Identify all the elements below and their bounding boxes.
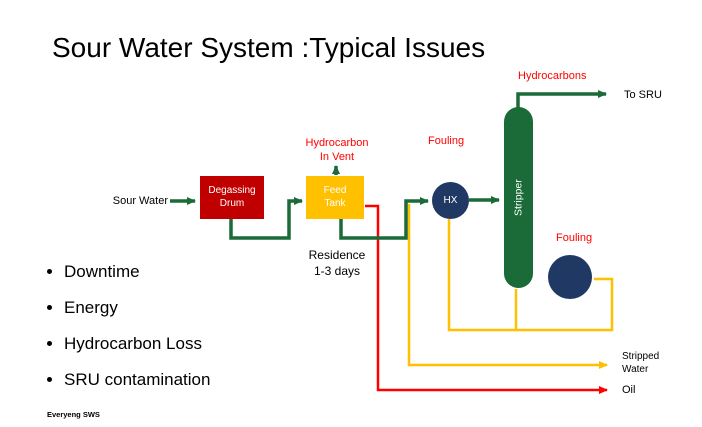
- issue-energy: Energy: [64, 298, 210, 318]
- pipe-tank-to-hx: [339, 197, 429, 240]
- issue-downtime: Downtime: [64, 262, 210, 282]
- oil-label: Oil: [622, 384, 636, 396]
- issue-hydrocarbon-loss: Hydrocarbon Loss: [64, 334, 210, 354]
- pipe-stripper-overhead: [516, 90, 607, 108]
- issues-list: Downtime Energy Hydrocarbon Loss SRU con…: [46, 262, 210, 406]
- fouling-hx-label: Fouling: [428, 135, 465, 147]
- footer-watermark: Everyeng SWS: [47, 410, 100, 419]
- degassing-drum-vessel: Degassing Drum: [200, 176, 264, 219]
- hydrocarbon-in-vent-label: Hydrocarbon In Vent: [305, 137, 369, 164]
- stripped-water-label: Stripped Water: [622, 351, 660, 375]
- pipe-drum-to-tank: [229, 197, 303, 240]
- residence-time-label: Residence 1-3 days: [308, 248, 366, 278]
- degassing-drum-label: Degassing Drum: [208, 185, 256, 209]
- stripper-vessel: Stripper: [504, 107, 533, 288]
- hydrocarbons-label: Hydrocarbons: [518, 70, 587, 82]
- pipe-bottoms-hx-reboiler-loop: [447, 219, 614, 332]
- fouling-reboiler-label: Fouling: [556, 232, 593, 244]
- feed-tank-label: Feed Tank: [323, 185, 347, 209]
- stripper-label: Stripper: [512, 179, 525, 216]
- sour-water-label: Sour Water: [112, 195, 168, 207]
- reboiler-vessel: [548, 255, 592, 299]
- pipe-oil: [365, 204, 608, 394]
- page-title: Sour Water System :Typical Issues: [52, 32, 486, 63]
- pipe-stripped-water: [407, 204, 608, 369]
- heat-exchanger-label: HX: [443, 195, 458, 206]
- to-sru-label: To SRU: [624, 89, 662, 101]
- heat-exchanger-vessel: HX: [432, 182, 469, 219]
- issue-sru-contamination: SRU contamination: [64, 370, 210, 390]
- feed-tank-vessel: Feed Tank: [306, 176, 364, 219]
